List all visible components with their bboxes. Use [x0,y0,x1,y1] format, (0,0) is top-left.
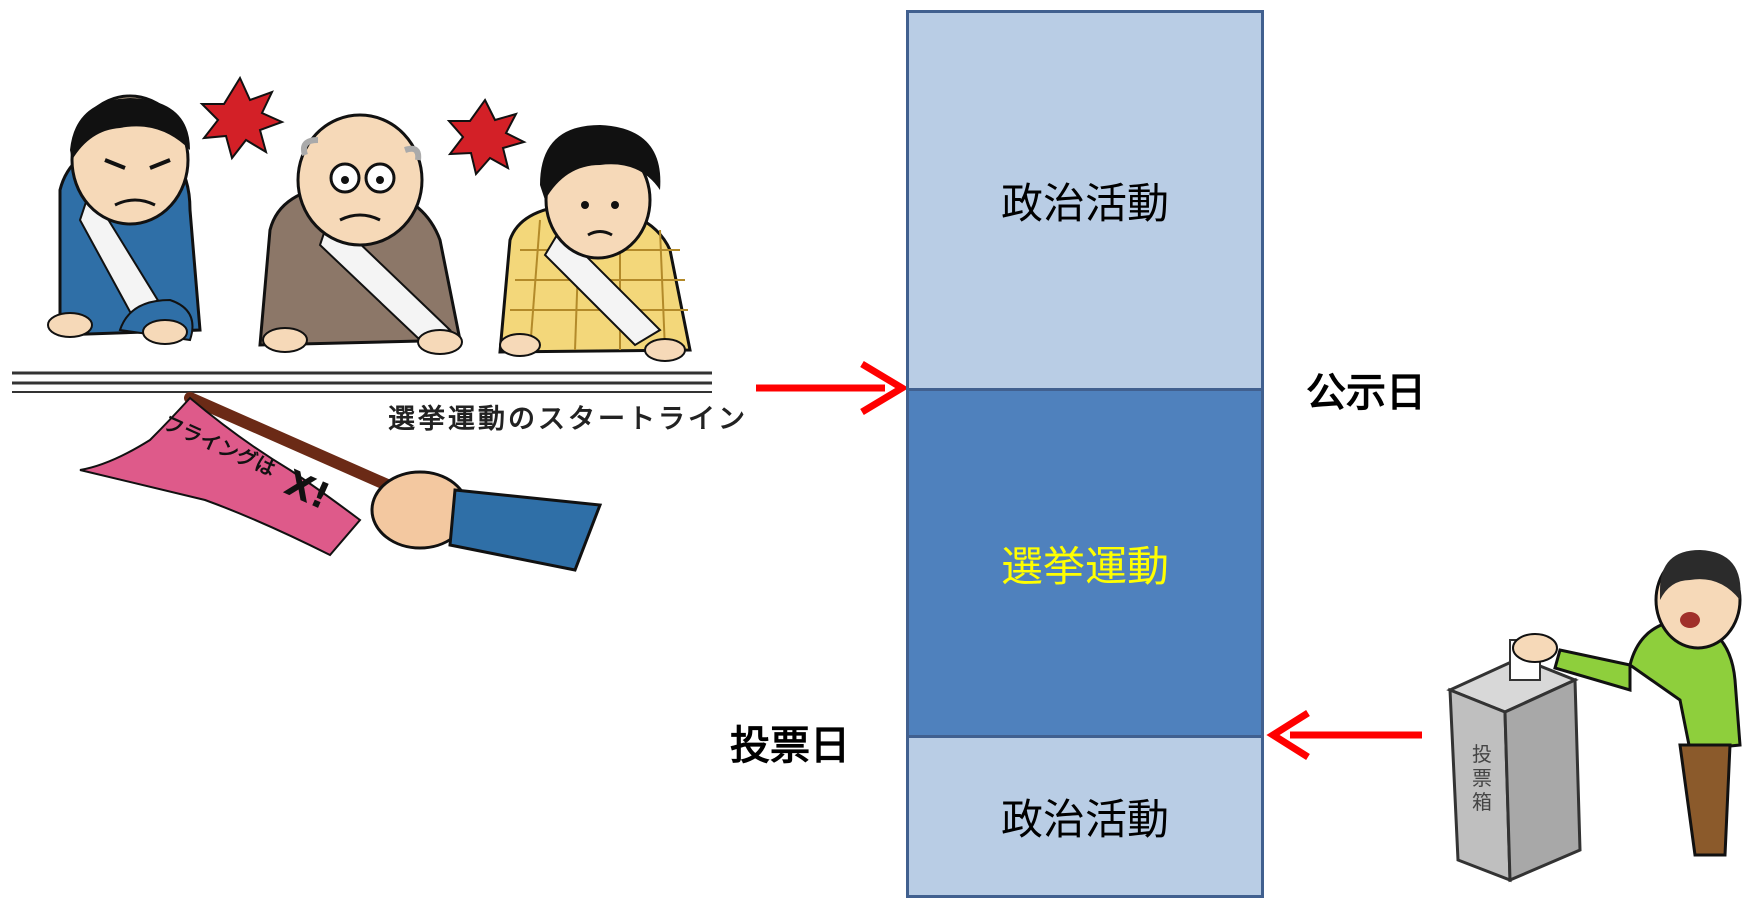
candidate-blue-figure [47,94,202,345]
flag-hand-illustration [79,392,603,572]
ballot-box-icon [1446,633,1582,883]
announcement-date-label: 公示日 [1306,370,1426,416]
segment-label: 選挙運動 [1000,541,1169,591]
segment-election-campaign: 選挙運動 [906,388,1264,738]
segment-label: 政治活動 [1000,795,1169,844]
voting-date-label: 投票日 [730,723,850,769]
segment-political-activity-before: 政治活動 [906,10,1264,391]
candidate-bald-figure [258,113,463,355]
ballot-box-label: 投票箱 [1472,742,1492,814]
election-timeline: 政治活動 選挙運動 政治活動 [906,10,1268,898]
tohyobi-arrow [1266,710,1422,760]
anger-star-icon [199,75,527,177]
start-line [12,371,712,393]
kojibi-arrow [756,360,909,416]
startline-caption: 選挙運動のスタートライン [388,404,748,435]
candidate-plaid-figure [498,125,692,362]
segment-label: 政治活動 [1000,179,1169,228]
voter-figure [1553,550,1742,857]
segment-political-activity-after: 政治活動 [906,735,1264,898]
